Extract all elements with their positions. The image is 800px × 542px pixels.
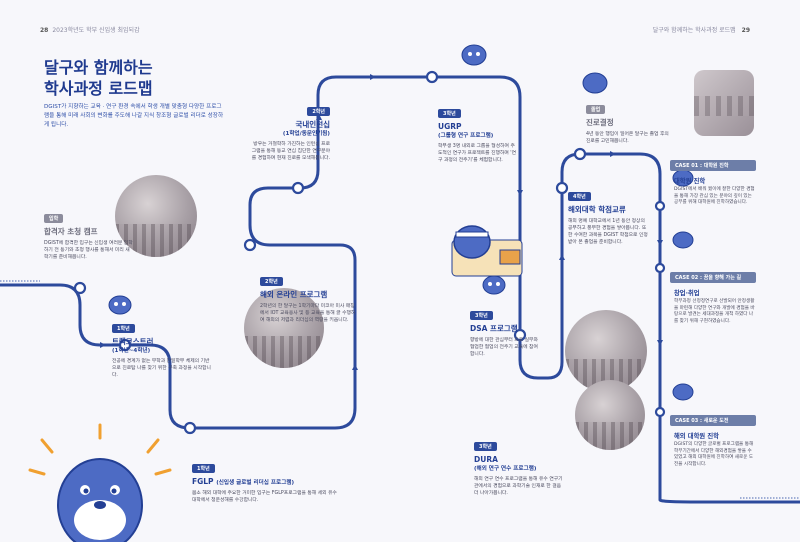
- arrow-right-1: [370, 74, 376, 80]
- node-ugrp: 3학년 UGRP (그룹형 연구 프로그램) 학부생 3명 내외로 그룹을 형성…: [438, 109, 517, 163]
- dura-photo-1: [565, 310, 647, 392]
- arrow-up-1: [352, 364, 358, 370]
- case-2-desc: 학부과정 선정정연구로 선발되어 안정생활을 마련해 다양한 연구와 개발에 경…: [674, 299, 755, 324]
- case-2-title: 창업·취업: [674, 290, 700, 297]
- career-marker: [573, 147, 587, 161]
- arrow-up-3: [559, 254, 565, 260]
- graduation-photo: [694, 70, 754, 136]
- node-internship: 2학년 국내인턴십 (1학업/동문인기됨) 방우는 거철학하 가진하는 인턴십 …: [251, 107, 330, 161]
- node-dsa: 3학년 DSA 프로그램 향방에 대한 관심부터 프로 실무와 협업한 협업의 …: [470, 311, 538, 357]
- intro-text: DGIST가 지향하는 교육 · 연구 환경 속에서 학생 개별 맞춤형 다양한…: [44, 104, 224, 128]
- case3-marker: [654, 406, 666, 418]
- ugrp-marker: [425, 70, 439, 84]
- case-1-label: CASE 01 : 대학원 진학: [670, 160, 756, 171]
- node-dura: 3학년 DURA (해외 연구 연수 프로그램) 해외 연구 연수 프로그램을 …: [474, 442, 563, 496]
- mascot-icon: [108, 44, 694, 401]
- orientation-marker: [73, 281, 87, 295]
- right-folio: 달구와 함께하는 학사과정 로드맵 29: [652, 27, 750, 34]
- case1-marker: [654, 200, 666, 212]
- trackcourse-marker: [118, 338, 132, 352]
- case-2-label: CASE 02 : 꿈을 향해 가는 길: [670, 272, 756, 283]
- node-trackcourse: 1학년 트랙코스트러 (1학년~4학년) 전공에 경계가 없는 무학과 단일학부…: [112, 324, 211, 378]
- exchange-marker: [555, 181, 569, 195]
- case-3-desc: DGIST의 다양한 글로벌 프로그램을 통해 학부기간에서 다양한 해외경험을…: [674, 442, 754, 467]
- case-3-title: 해외 대학원 진학: [674, 433, 719, 440]
- arrow-up-2: [316, 114, 322, 120]
- page-title: 달구와 함께하는 학사과정 로드맵: [44, 58, 153, 98]
- case-1-title: 대학원 진학: [674, 178, 706, 185]
- online-marker: [243, 238, 257, 252]
- case-1-desc: DGIST에서 배워 웠이에 잘한 다양한 경험을 통해 가장 관심 있는 분야…: [674, 187, 755, 206]
- online-program-photo: [244, 288, 324, 368]
- arrow-down-3: [657, 340, 663, 346]
- arrow-right-3: [100, 342, 106, 348]
- camp-photo: [115, 175, 197, 257]
- arrow-right-2: [610, 151, 616, 157]
- case-3-label: CASE 03 : 새로운 도전: [670, 415, 756, 426]
- node-career: 졸업 진로결정 4년 동안 행입이 일어온 달구는 졸업 후의 진로를 고민해봅…: [586, 105, 669, 144]
- fglp-marker: [183, 421, 197, 435]
- node-online: 2학년 해외 온라인 프로그램 2학년의 한 달구는 1학기마다 미코아 미사 …: [260, 277, 356, 323]
- node-fglp: 1학년 FGLP (신입생 글로벌 리더십 프로그램) 봄소 해외 대학에 주요…: [192, 464, 337, 503]
- dura-photo-2: [575, 380, 645, 450]
- internship-marker: [291, 181, 305, 195]
- large-mascot-icon: [28, 423, 172, 542]
- arrow-down-2: [657, 240, 663, 246]
- node-orientation: 입학 합격자 초청 캠프 DGIST에 합격한 입구는 신입생 여러분 입학하기…: [44, 214, 133, 260]
- arrow-down-1: [517, 190, 523, 196]
- dsa-marker: [513, 328, 527, 342]
- case2-marker: [654, 262, 666, 274]
- node-exchange: 4학년 해외대학 학점교류 해외 명예 대학교에서 1년 동안 정상의 공부하고…: [568, 192, 648, 245]
- studying-mascot-icon: [451, 225, 523, 277]
